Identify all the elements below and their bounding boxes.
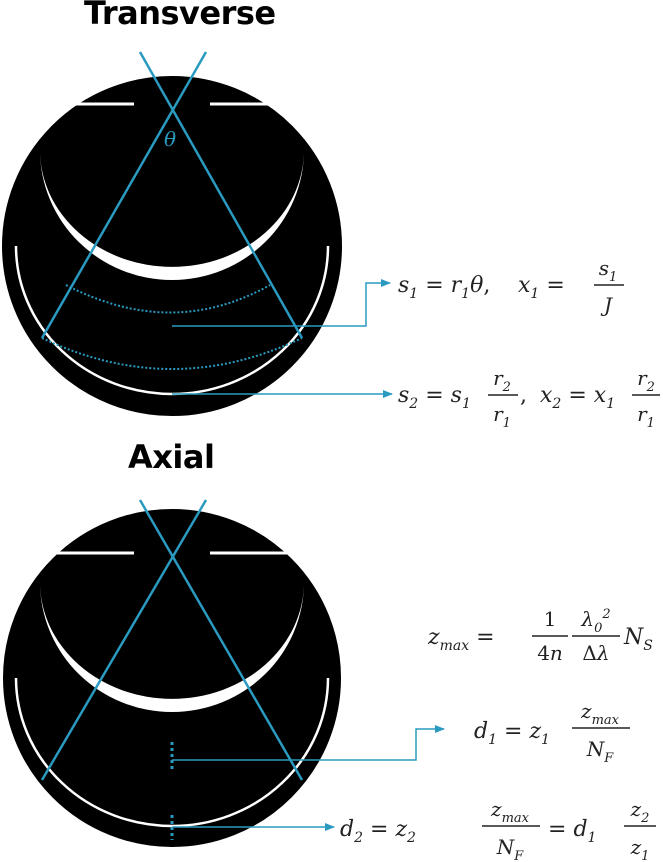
svg-text:s1: s1	[599, 256, 618, 285]
equation-zmax: zmax = 1 4n λ02 Δλ NS	[427, 607, 653, 665]
axial-outer-arc	[14, 677, 330, 828]
svg-text:Δλ: Δλ	[582, 641, 609, 665]
svg-text:1: 1	[544, 607, 557, 631]
svg-text:NF: NF	[496, 835, 525, 862]
equation-s2: s2 = s1 r2 r1 , x2 = x1 r2 r1	[398, 366, 660, 431]
svg-text:= d1: = d1	[548, 817, 596, 846]
transverse-globe	[2, 76, 342, 416]
svg-text:x1 =: x1 =	[518, 273, 565, 302]
axial-ray-right	[138, 499, 304, 781]
svg-text:s1 = r1θ,: s1 = r1θ,	[398, 273, 490, 302]
svg-text:NS: NS	[623, 625, 653, 654]
transverse-outer-dotted-arc	[41, 337, 303, 370]
equation-d1: d1 = z1 zmax NF	[474, 699, 630, 766]
svg-text:zmax: zmax	[580, 699, 620, 728]
axial-title: Axial	[128, 438, 215, 476]
axial-eye-diagram	[3, 499, 445, 847]
transverse-ray-right	[138, 51, 304, 339]
transverse-eye-diagram: θ	[2, 51, 393, 416]
svg-text:,: ,	[520, 383, 527, 408]
svg-text:4n: 4n	[537, 641, 563, 665]
svg-text:s2 = s1: s2 = s1	[398, 383, 471, 412]
svg-text:d2 = z2: d2 = z2	[340, 817, 416, 846]
svg-text:λ02: λ02	[580, 607, 610, 636]
svg-text:zmax: zmax	[490, 797, 530, 826]
svg-text:z2: z2	[630, 797, 650, 826]
equation-d2: d2 = z2 zmax NF = d1 z2 z1	[340, 797, 656, 862]
svg-text:r1: r1	[637, 402, 655, 431]
theta-label: θ	[164, 127, 176, 151]
svg-text:r1: r1	[493, 402, 511, 431]
equation-s1: s1 = r1θ, x1 = s1 J	[398, 256, 624, 317]
axial-globe	[3, 509, 341, 847]
svg-text:d1 = z1: d1 = z1	[474, 719, 550, 748]
transverse-leader-s1	[172, 279, 391, 327]
transverse-ray-left	[40, 51, 208, 339]
axial-ray-left	[40, 499, 208, 781]
transverse-title: Transverse	[84, 0, 276, 32]
svg-text:r2: r2	[493, 366, 511, 395]
svg-text:zmax =: zmax =	[427, 625, 495, 654]
svg-text:z1: z1	[630, 835, 650, 862]
svg-text:J: J	[600, 293, 613, 317]
svg-text:r2: r2	[637, 366, 655, 395]
svg-text:NF: NF	[586, 737, 615, 766]
axial-leader-d1	[172, 725, 445, 761]
transverse-inner-dotted-arc	[65, 284, 271, 314]
svg-text:x2 = x1: x2 = x1	[540, 383, 615, 412]
